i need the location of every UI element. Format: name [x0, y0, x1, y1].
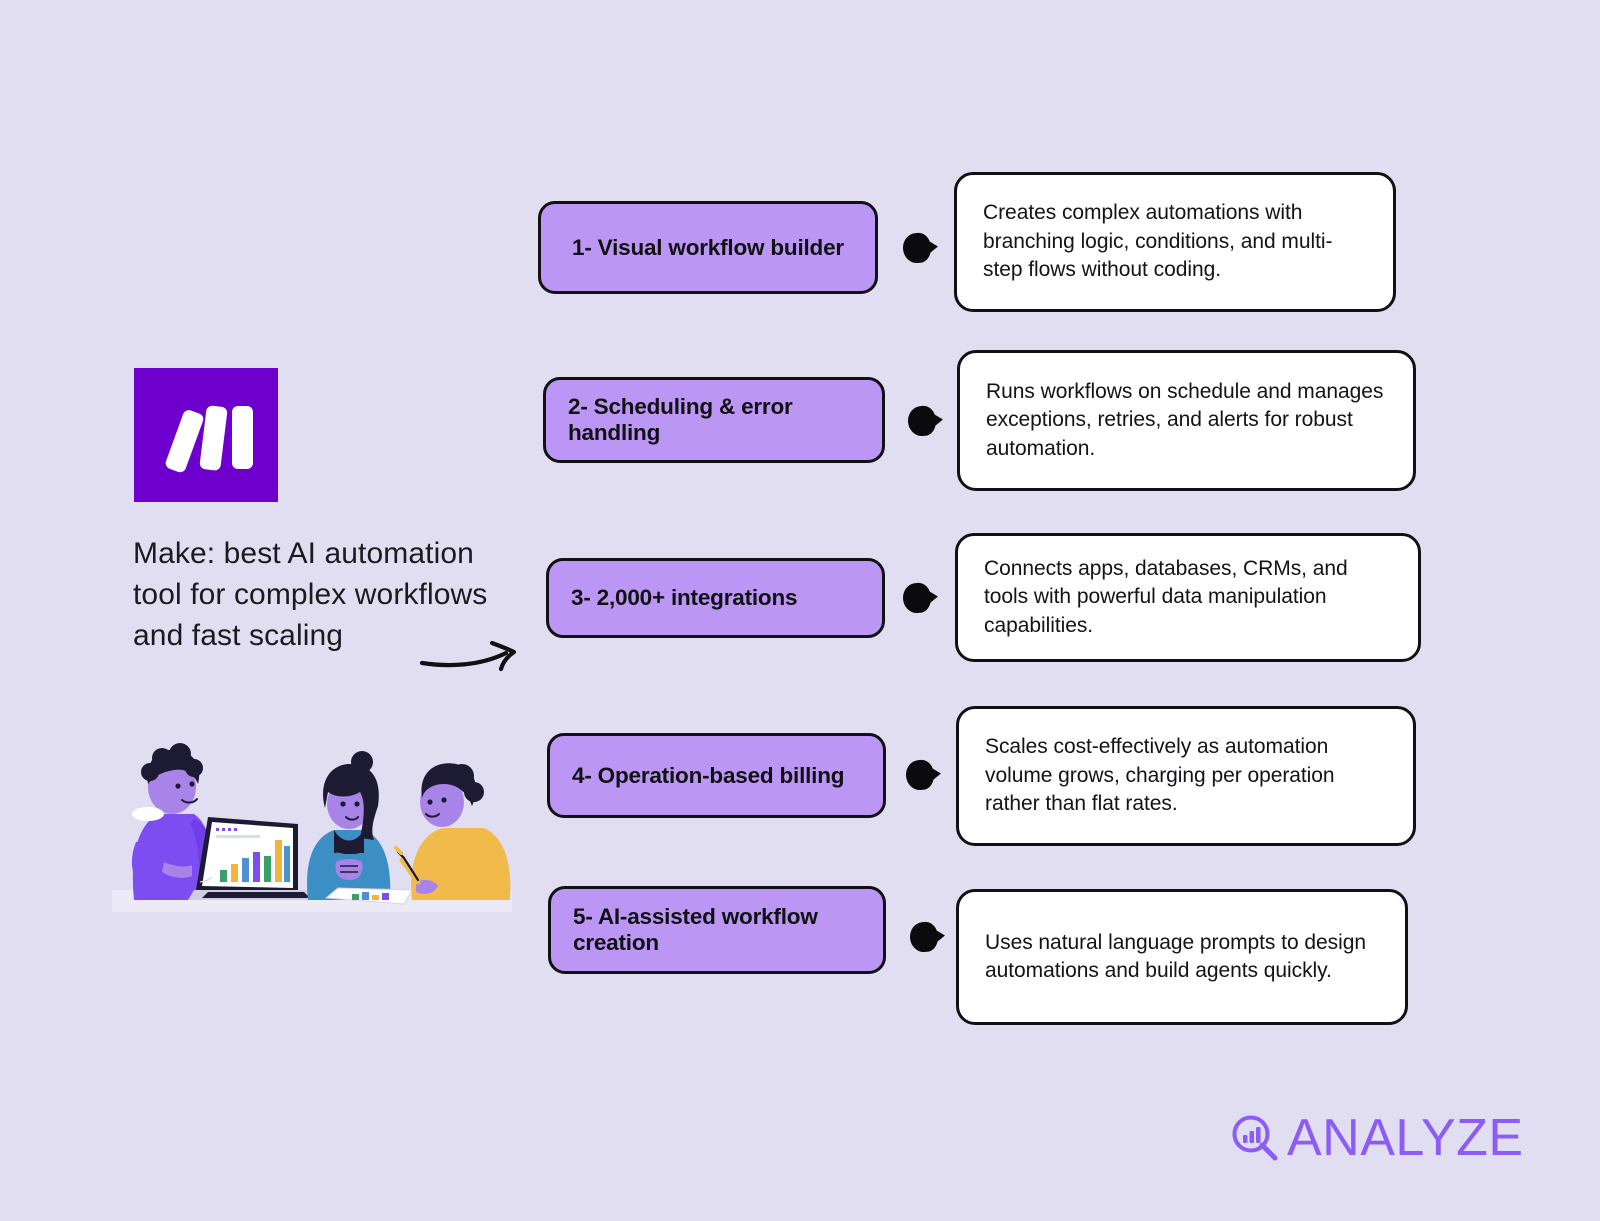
connector-arrow-3: [901, 582, 933, 614]
feature-label-1[interactable]: 1- Visual workflow builder: [538, 201, 878, 294]
feature-label-text: 3- 2,000+ integrations: [571, 585, 798, 610]
feature-label-3[interactable]: 3- 2,000+ integrations: [546, 558, 885, 638]
analyze-watermark: ANALYZE: [1229, 1112, 1524, 1164]
feature-description-text: Uses natural language prompts to design …: [985, 930, 1366, 983]
person-right: [394, 763, 511, 900]
paper-document: [324, 887, 413, 905]
feature-description-text: Runs workflows on schedule and manages e…: [986, 379, 1384, 460]
laptop: [188, 817, 318, 900]
feature-description-5: Uses natural language prompts to design …: [956, 889, 1408, 1025]
feature-description-text: Scales cost-effectively as automation vo…: [985, 735, 1335, 816]
feature-description-3: Connects apps, databases, CRMs, and tool…: [955, 533, 1421, 662]
analyze-wordmark: ANALYZE: [1287, 1109, 1524, 1167]
feature-label-2[interactable]: 2- Scheduling & error handling: [543, 377, 885, 463]
brand-title: Make: best AI automation tool for comple…: [133, 537, 488, 652]
connector-arrow-5: [908, 921, 940, 953]
person-middle: [307, 751, 391, 900]
connector-arrow-1: [901, 232, 933, 264]
feature-label-text: 4- Operation-based billing: [572, 762, 845, 788]
feature-label-text: 1- Visual workflow builder: [572, 234, 844, 260]
feature-description-2: Runs workflows on schedule and manages e…: [957, 350, 1416, 491]
make-logo: [134, 368, 278, 502]
connector-arrow-4: [904, 759, 936, 791]
laptop-bar-chart: [220, 840, 290, 882]
hand-drawn-arrow-icon: [418, 625, 538, 680]
feature-description-text: Creates complex automations with branchi…: [983, 201, 1333, 282]
feature-description-text: Connects apps, databases, CRMs, and tool…: [984, 556, 1348, 637]
feature-label-4[interactable]: 4- Operation-based billing: [547, 733, 886, 818]
feature-label-text: 2- Scheduling & error handling: [568, 394, 793, 445]
feature-label-text: 5- AI-assisted workflow creation: [573, 904, 818, 955]
feature-description-1: Creates complex automations with branchi…: [954, 172, 1396, 312]
magnifier-bar-chart-icon: [1229, 1112, 1281, 1164]
person-left: [131, 743, 216, 900]
connector-arrow-2: [906, 405, 938, 437]
feature-label-5[interactable]: 5- AI-assisted workflow creation: [548, 886, 886, 974]
team-meeting-illustration: [112, 722, 512, 912]
feature-description-4: Scales cost-effectively as automation vo…: [956, 706, 1416, 846]
